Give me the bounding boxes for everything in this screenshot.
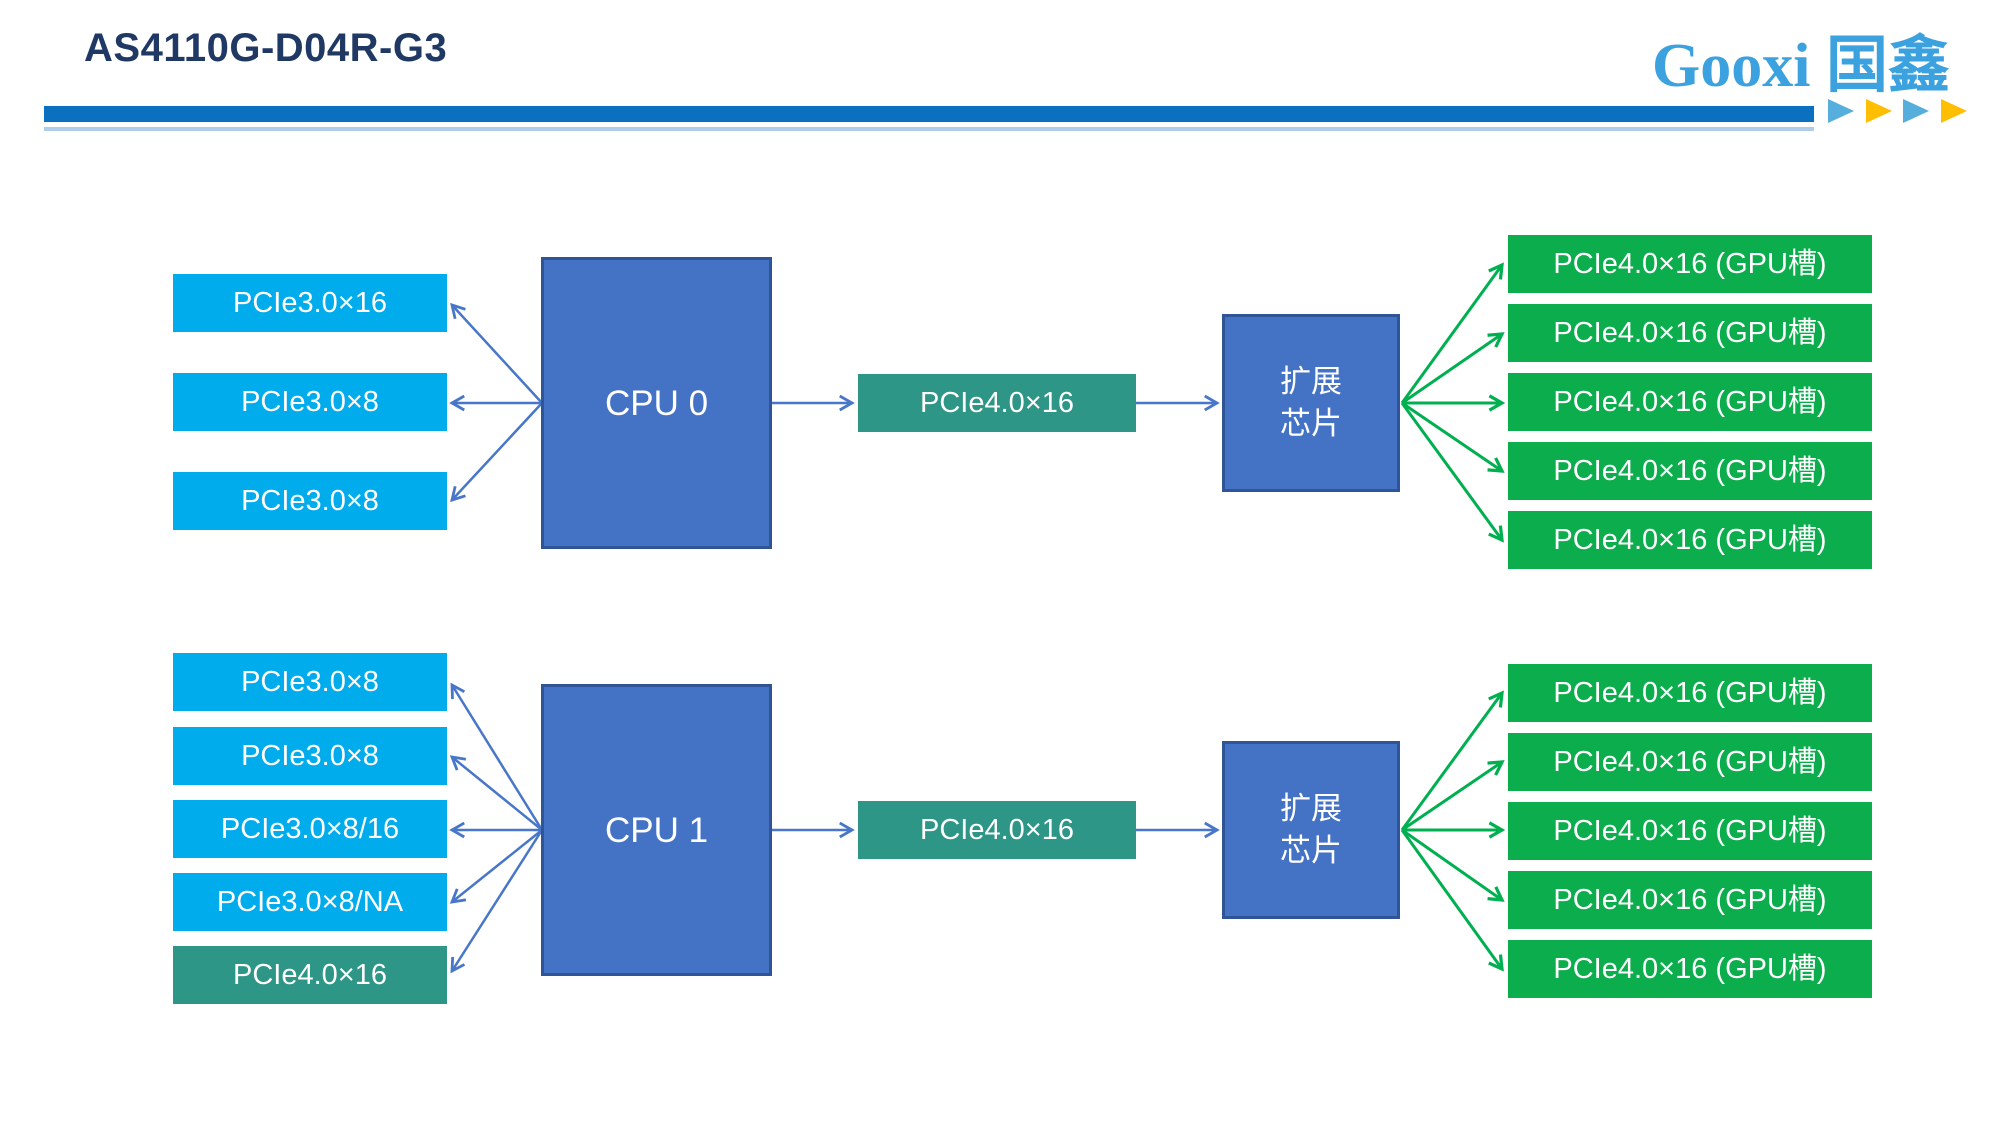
cpu1-uplink-box: PCIe4.0×16 [858,801,1136,859]
logo-triangle-icon [1903,99,1929,123]
expander1-gpu-arrows [1400,690,1506,972]
brand-logo: Gooxi 国鑫 [1652,14,1950,104]
header-accent-bar [44,106,1814,122]
gpu-slot-box: PCIe4.0×16 (GPU槽) [1508,304,1872,362]
cpu0-slot-box: PCIe3.0×8 [173,472,447,530]
logo-triangle-icon [1941,99,1967,123]
gpu-slot-box: PCIe4.0×16 (GPU槽) [1508,235,1872,293]
expander1-line1: 扩展 [1280,791,1342,827]
header-accent-line [44,127,1814,131]
gpu-slot-box: PCIe4.0×16 (GPU槽) [1508,442,1872,500]
logo-triangle-icon [1828,99,1854,123]
expander1-line2: 芯片 [1280,833,1342,868]
cpu1-slot-box: PCIe3.0×8/NA [173,873,447,931]
page-title: AS4110G-D04R-G3 [84,26,448,70]
gpu-slot-box: PCIe4.0×16 (GPU槽) [1508,511,1872,569]
expander0-line2: 芯片 [1280,406,1342,441]
brand-logo-en: Gooxi [1652,32,1811,100]
expander0-box: 扩展 芯片 [1222,314,1400,492]
gpu-slot-box: PCIe4.0×16 (GPU槽) [1508,664,1872,722]
brand-logo-cn: 国鑫 [1825,32,1950,100]
gpu-slot-box: PCIe4.0×16 (GPU槽) [1508,373,1872,431]
cpu0-slot-box: PCIe3.0×16 [173,274,447,332]
gpu-slot-box: PCIe4.0×16 (GPU槽) [1508,871,1872,929]
logo-triangle-icon [1866,99,1892,123]
gpu-slot-box: PCIe4.0×16 (GPU槽) [1508,940,1872,998]
cpu1-slot-box: PCIe4.0×16 [173,946,447,1004]
gpu-slot-box: PCIe4.0×16 (GPU槽) [1508,802,1872,860]
expander0-line1: 扩展 [1280,364,1342,400]
cpu0-slot-box: PCIe3.0×8 [173,373,447,431]
cpu0-box: CPU 0 [541,257,772,549]
gpu-slot-box: PCIe4.0×16 (GPU槽) [1508,733,1872,791]
cpu1-slot-box: PCIe3.0×8 [173,653,447,711]
cpu1-slot-box: PCIe3.0×8 [173,727,447,785]
cpu1-box: CPU 1 [541,684,772,976]
cpu1-slot-box: PCIe3.0×8/16 [173,800,447,858]
cpu0-uplink-box: PCIe4.0×16 [858,374,1136,432]
expander1-box: 扩展 芯片 [1222,741,1400,919]
expander0-gpu-arrows [1400,262,1506,543]
